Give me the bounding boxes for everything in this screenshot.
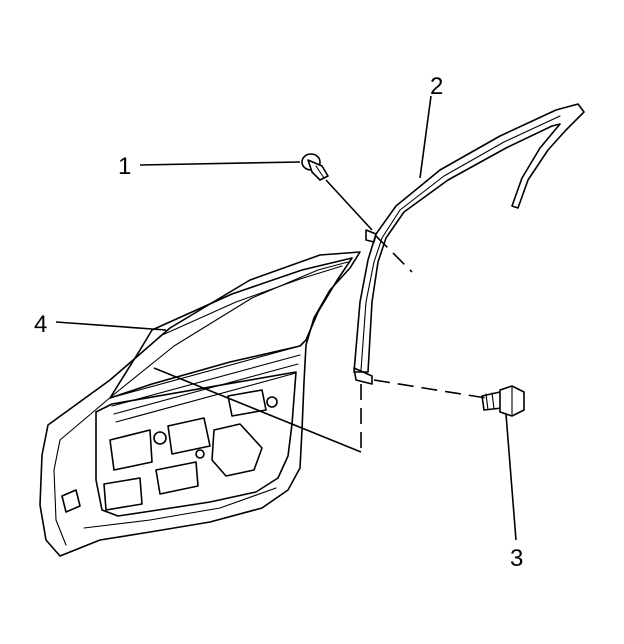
- bolt: [481, 385, 525, 417]
- leader-lines: [55, 95, 517, 541]
- bolt-alignment-dash: [373, 379, 487, 399]
- callout-1: 1: [118, 153, 131, 180]
- clip-alignment-line: [325, 179, 373, 231]
- frame-door-line: [153, 367, 362, 453]
- leader-2: [419, 95, 432, 179]
- door-window-frame-molding: [353, 103, 585, 385]
- leader-1: [139, 161, 301, 166]
- callout-4: 4: [34, 311, 47, 338]
- leader-4: [55, 321, 167, 331]
- front-door: [39, 251, 361, 557]
- leader-3: [505, 413, 517, 541]
- callout-2: 2: [430, 73, 443, 100]
- clip-alignment-dash: [375, 235, 413, 273]
- callout-3: 3: [510, 545, 523, 572]
- push-pin-clip: [301, 153, 329, 181]
